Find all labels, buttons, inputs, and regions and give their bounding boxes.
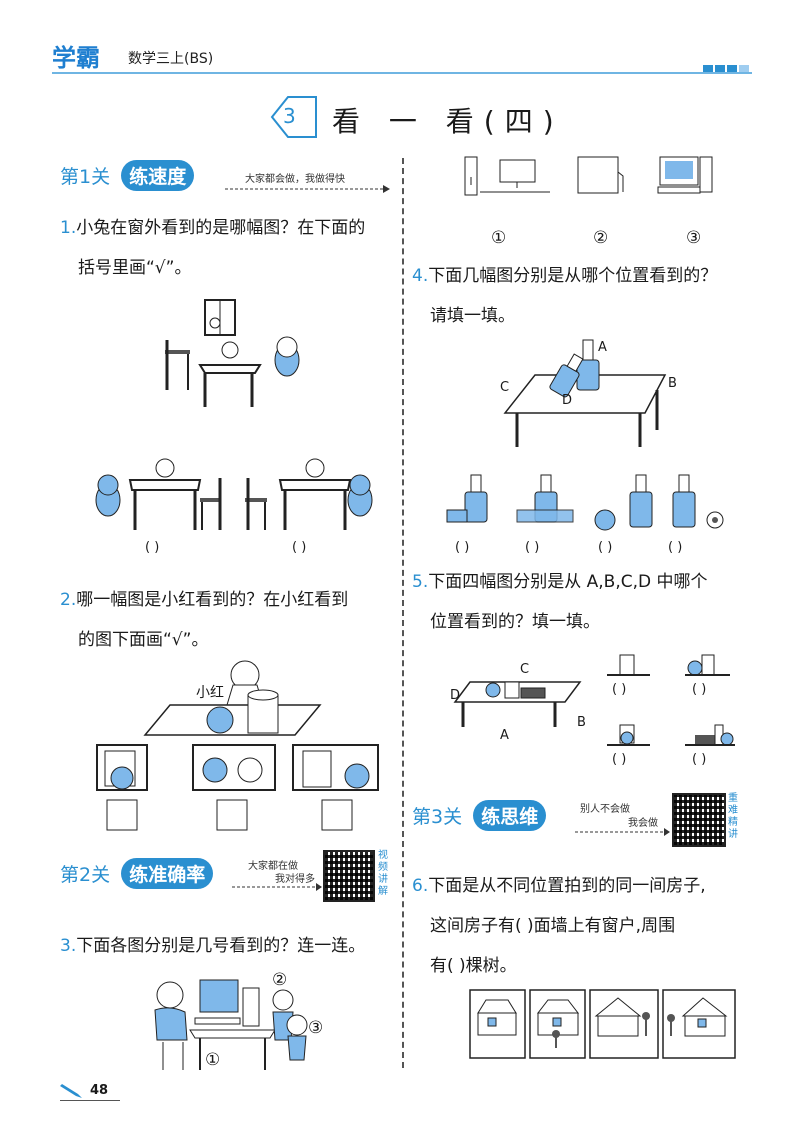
- header-decoration: [703, 57, 751, 76]
- q2-answer-box-a: [106, 799, 138, 831]
- column-divider: [402, 158, 404, 1068]
- q4-blank-1[interactable]: ( ): [455, 540, 470, 555]
- q5-label-a: A: [500, 728, 509, 743]
- q4-table-scene-illustration: [503, 339, 667, 447]
- q1-scene-illustration: [165, 299, 300, 407]
- q6-line3: 有( )棵树。: [430, 956, 517, 976]
- q3-position-2-label: ②: [272, 970, 288, 990]
- section-pill: 练思维: [473, 800, 547, 831]
- q1-chair-a-icon: [200, 478, 222, 530]
- qr-label: 视频讲解: [378, 850, 388, 897]
- q4-blank-2[interactable]: ( ): [525, 540, 540, 555]
- q5-blank-2[interactable]: ( ): [692, 682, 707, 697]
- q6-line1: 下面是从不同位置拍到的同一间房子,: [428, 876, 706, 896]
- slogan-arrow-icon: [232, 883, 322, 891]
- q5-label-b: B: [577, 715, 586, 730]
- pencil-icon: [60, 1084, 82, 1098]
- q2-options-illustration: [96, 744, 379, 831]
- chapter-number: 3: [283, 104, 296, 128]
- section-label: 第2关: [60, 864, 111, 886]
- section-2-slogan-1: 大家都在做: [248, 861, 298, 872]
- q3-views-illustration: [464, 156, 713, 196]
- chapter-title: 看 一 看(四): [332, 105, 564, 138]
- q1-answer-b[interactable]: ( ): [292, 540, 307, 555]
- footer-rule: [60, 1100, 120, 1101]
- section-3-slogan-2: 我会做: [628, 818, 658, 829]
- q3-text: 3.下面各图分别是几号看到的？连一连。: [60, 926, 365, 966]
- header-rule: [52, 72, 752, 74]
- book-title: 数学三上(BS): [128, 51, 214, 67]
- section-1-slogan: 大家都会做，我做得快: [245, 174, 345, 185]
- brand-logo: 学霸: [52, 44, 100, 72]
- q4-line1: 下面几幅图分别是从哪个位置看到的？: [428, 266, 718, 286]
- page-number: 48: [90, 1083, 109, 1098]
- qr-code-icon[interactable]: [672, 793, 726, 847]
- q1-number: 1.: [60, 218, 77, 238]
- q3-number: 3.: [60, 936, 77, 956]
- q3-position-3-label: ③: [308, 1018, 324, 1038]
- q3-option-1[interactable]: ①: [491, 228, 507, 248]
- q6-text: 6.下面是从不同位置拍到的同一间房子, 这间房子有( )面墙上有窗户,周围 有(…: [412, 866, 706, 986]
- q2-number: 2.: [60, 590, 77, 610]
- q4-number: 4.: [412, 266, 429, 286]
- qr-code-icon[interactable]: [323, 850, 375, 902]
- q4-blank-3[interactable]: ( ): [598, 540, 613, 555]
- section-3-banner: 第3关 练思维: [412, 800, 547, 831]
- q5-number: 5.: [412, 572, 429, 592]
- section-label: 第1关: [60, 166, 111, 188]
- q1-line2: 括号里画“√”。: [78, 258, 192, 278]
- q3-option-2[interactable]: ②: [593, 228, 609, 248]
- q4-label-a: A: [598, 340, 607, 355]
- slogan-arrow-icon: [225, 185, 390, 193]
- q3-position-1-label: ①: [205, 1050, 221, 1070]
- q6-line2: 这间房子有( )面墙上有窗户,周围: [430, 916, 676, 936]
- q2-text: 2.哪一幅图是小红看到的？在小红看到 的图下面画“√”。: [60, 580, 348, 660]
- q5-blank-1[interactable]: ( ): [612, 682, 627, 697]
- q2-line2: 的图下面画“√”。: [78, 630, 209, 650]
- q2-xiaohong-label: 小红: [196, 685, 224, 701]
- q5-text: 5.下面四幅图分别是从 A,B,C,D 中哪个 位置看到的？填一填。: [412, 562, 708, 642]
- slogan-arrow-icon: [575, 828, 670, 836]
- q5-line1: 下面四幅图分别是从 A,B,C,D 中哪个: [428, 572, 708, 592]
- q4-text: 4.下面几幅图分别是从哪个位置看到的？ 请填一填。: [412, 256, 717, 336]
- q5-blank-4[interactable]: ( ): [692, 752, 707, 767]
- q4-label-d: D: [562, 393, 573, 408]
- q2-scene-illustration: [143, 660, 322, 736]
- q2-line1: 哪一幅图是小红看到的？在小红看到: [76, 590, 349, 610]
- q4-views-illustration: [446, 474, 724, 531]
- section-2-slogan-2: 我对得多: [275, 874, 315, 885]
- q3-scene-illustration: [154, 979, 308, 1070]
- section-pill: 练准确率: [121, 858, 214, 889]
- q3-line1: 下面各图分别是几号看到的？连一连。: [76, 936, 366, 956]
- section-1-banner: 第1关 练速度: [60, 160, 195, 191]
- section-label: 第3关: [412, 806, 463, 828]
- q2-answer-box-c: [321, 799, 353, 831]
- q1-line1: 小兔在窗外看到的是哪幅图？在下面的: [76, 218, 366, 238]
- qr-label: 重难精讲: [728, 793, 738, 840]
- q5-views-illustration: [607, 654, 735, 746]
- q6-number: 6.: [412, 876, 429, 896]
- q4-blank-4[interactable]: ( ): [668, 540, 683, 555]
- q6-house-photos-illustration: [469, 989, 736, 1059]
- q1-text: 1.小兔在窗外看到的是哪幅图？在下面的 括号里画“√”。: [60, 208, 365, 288]
- q5-label-c: C: [520, 662, 530, 677]
- q3-option-3[interactable]: ③: [686, 228, 702, 248]
- q5-table-scene-illustration: [453, 681, 582, 727]
- q5-blank-3[interactable]: ( ): [612, 752, 627, 767]
- q1-option-b-illustration: [245, 458, 373, 530]
- chapter-badge-icon: [270, 96, 317, 138]
- section-pill: 练速度: [121, 160, 195, 191]
- q5-label-d: D: [450, 688, 461, 703]
- q1-option-a-illustration: [95, 458, 222, 530]
- q4-label-b: B: [668, 376, 677, 391]
- section-2-banner: 第2关 练准确率: [60, 858, 214, 889]
- q4-line2: 请填一填。: [430, 306, 515, 326]
- q1-answer-a[interactable]: ( ): [145, 540, 160, 555]
- section-3-slogan-1: 别人不会做: [580, 804, 630, 815]
- q2-answer-box-b: [216, 799, 248, 831]
- q5-line2: 位置看到的？填一填。: [430, 612, 600, 632]
- q4-label-c: C: [500, 380, 510, 395]
